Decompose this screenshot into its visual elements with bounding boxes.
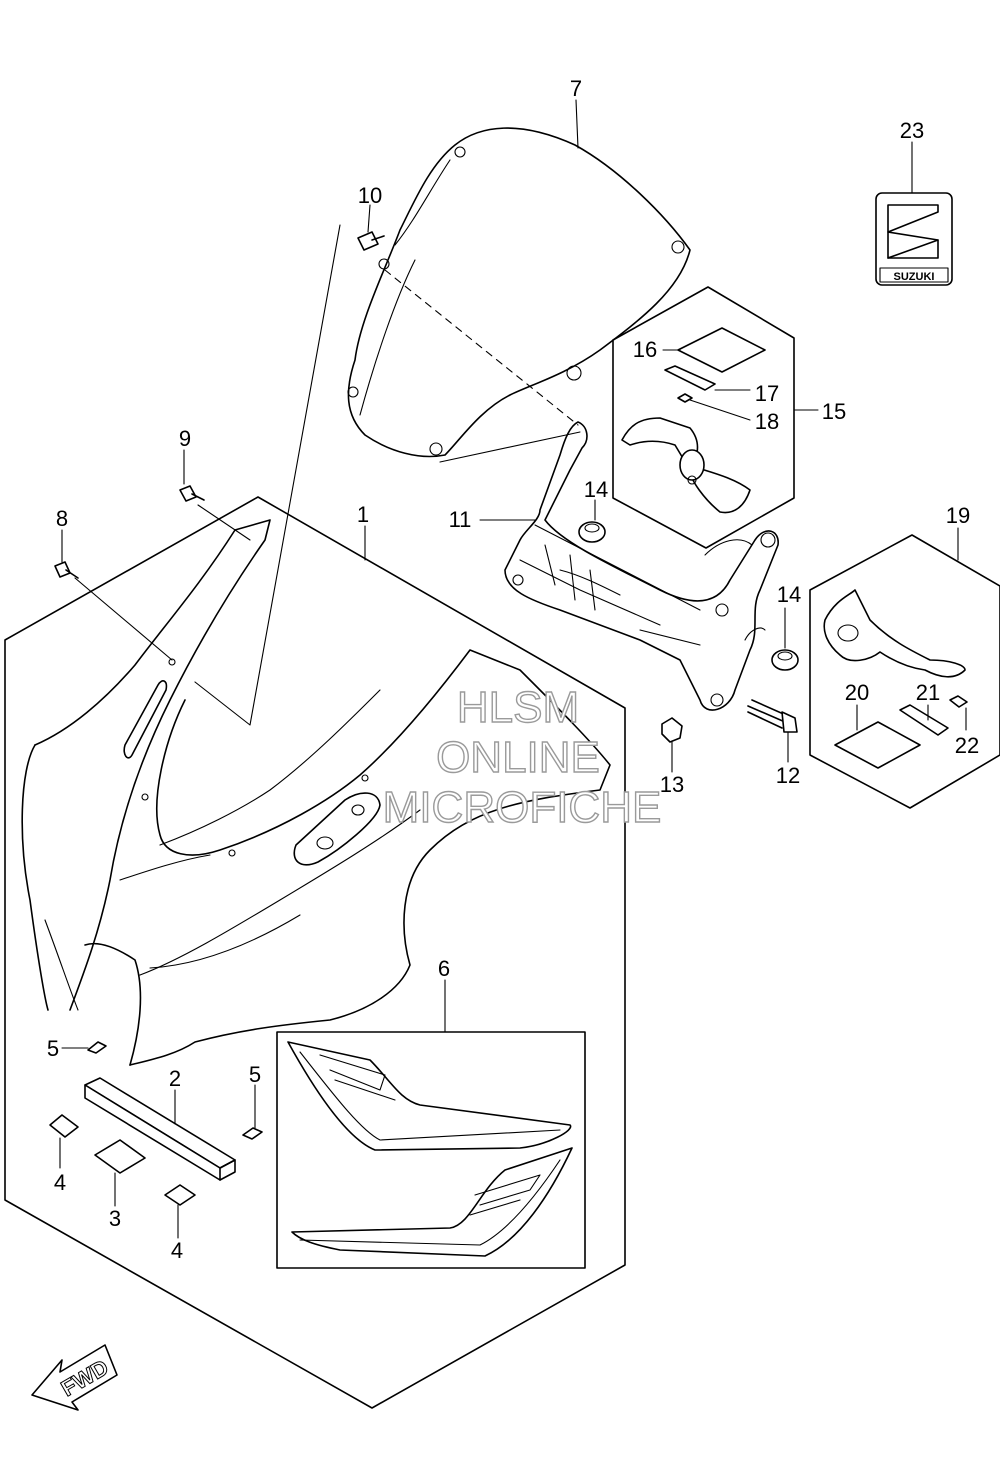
group-outline-15 (612, 286, 795, 549)
leader-dashed (384, 269, 579, 426)
callout-23: 23 (900, 118, 924, 143)
badge-text: SUZUKI (894, 271, 935, 283)
callout-15: 15 (822, 399, 846, 424)
part-14-grommet-upper (578, 521, 606, 543)
part-2-foam-strip (84, 1077, 236, 1181)
callout-22: 22 (955, 733, 979, 758)
callout-4-upper: 4 (54, 1170, 66, 1195)
callout-14-upper: 14 (584, 477, 608, 502)
callout-17: 17 (755, 381, 779, 406)
fwd-arrow-icon: FWD (31, 1344, 118, 1411)
watermark-line3: MICROFICHE (383, 783, 662, 832)
part-4-pad-lower (164, 1184, 196, 1206)
part-15-bracket-small (621, 417, 751, 514)
callout-19: 19 (946, 503, 970, 528)
callout-5-lower: 5 (249, 1062, 261, 1087)
part-17-strip (664, 365, 716, 391)
callout-13: 13 (660, 772, 684, 797)
part-19-bracket-small (823, 589, 966, 678)
part-11-bracket (504, 421, 779, 711)
callout-10: 10 (358, 183, 382, 208)
leader-9 (197, 504, 251, 541)
part-10-screw (357, 231, 385, 251)
part-6-decal-upper (287, 1041, 572, 1151)
callout-18: 18 (755, 409, 779, 434)
watermark-line1: HLSM (457, 683, 579, 732)
callout-4-lower: 4 (171, 1238, 183, 1263)
watermark: HLSM ONLINE MICROFICHE (382, 682, 662, 832)
callout-leaders (59, 99, 967, 1239)
callout-14-lower: 14 (777, 582, 801, 607)
callout-3: 3 (109, 1206, 121, 1231)
part-3-pad (94, 1139, 146, 1174)
part-1-upper-cowling (21, 519, 611, 1066)
part-7-windscreen (347, 127, 691, 463)
group-outline-19 (809, 534, 1000, 809)
part-4-pad-upper (49, 1114, 79, 1138)
callout-16: 16 (633, 337, 657, 362)
callout-2: 2 (169, 1066, 181, 1091)
callout-5-left: 5 (47, 1036, 59, 1061)
group-outline-1 (4, 496, 626, 1409)
watermark-line2: ONLINE (436, 733, 600, 782)
part-18-tag (677, 393, 693, 403)
callout-9: 9 (179, 426, 191, 451)
part-23-suzuki-badge: SUZUKI (875, 192, 953, 286)
callout-6: 6 (438, 956, 450, 981)
part-5-tag-lower (242, 1127, 263, 1140)
group-outline-6 (276, 1031, 586, 1269)
callout-7: 7 (570, 76, 582, 101)
callout-1: 1 (357, 502, 369, 527)
callout-21: 21 (916, 680, 940, 705)
part-8-screw (54, 561, 79, 579)
callout-8: 8 (56, 506, 68, 531)
part-6-decal-lower (291, 1147, 573, 1257)
part-5-tag-left (87, 1041, 107, 1054)
callout-labels: 1 2 3 4 4 5 5 6 7 8 9 10 11 12 13 14 14 … (47, 76, 979, 1263)
leader-10 (194, 224, 341, 726)
part-22-tag (949, 695, 968, 708)
callout-20: 20 (845, 680, 869, 705)
part-14-grommet-lower (771, 649, 799, 671)
callout-11: 11 (449, 507, 472, 532)
part-13-nut (661, 717, 683, 743)
part-16-pad (677, 327, 766, 373)
part-12-bolt (747, 699, 798, 733)
leader-8 (74, 577, 173, 661)
part-21-strip (899, 704, 949, 736)
callout-12: 12 (776, 763, 800, 788)
part-9-screw (179, 485, 205, 502)
part-20-pad (834, 721, 921, 769)
